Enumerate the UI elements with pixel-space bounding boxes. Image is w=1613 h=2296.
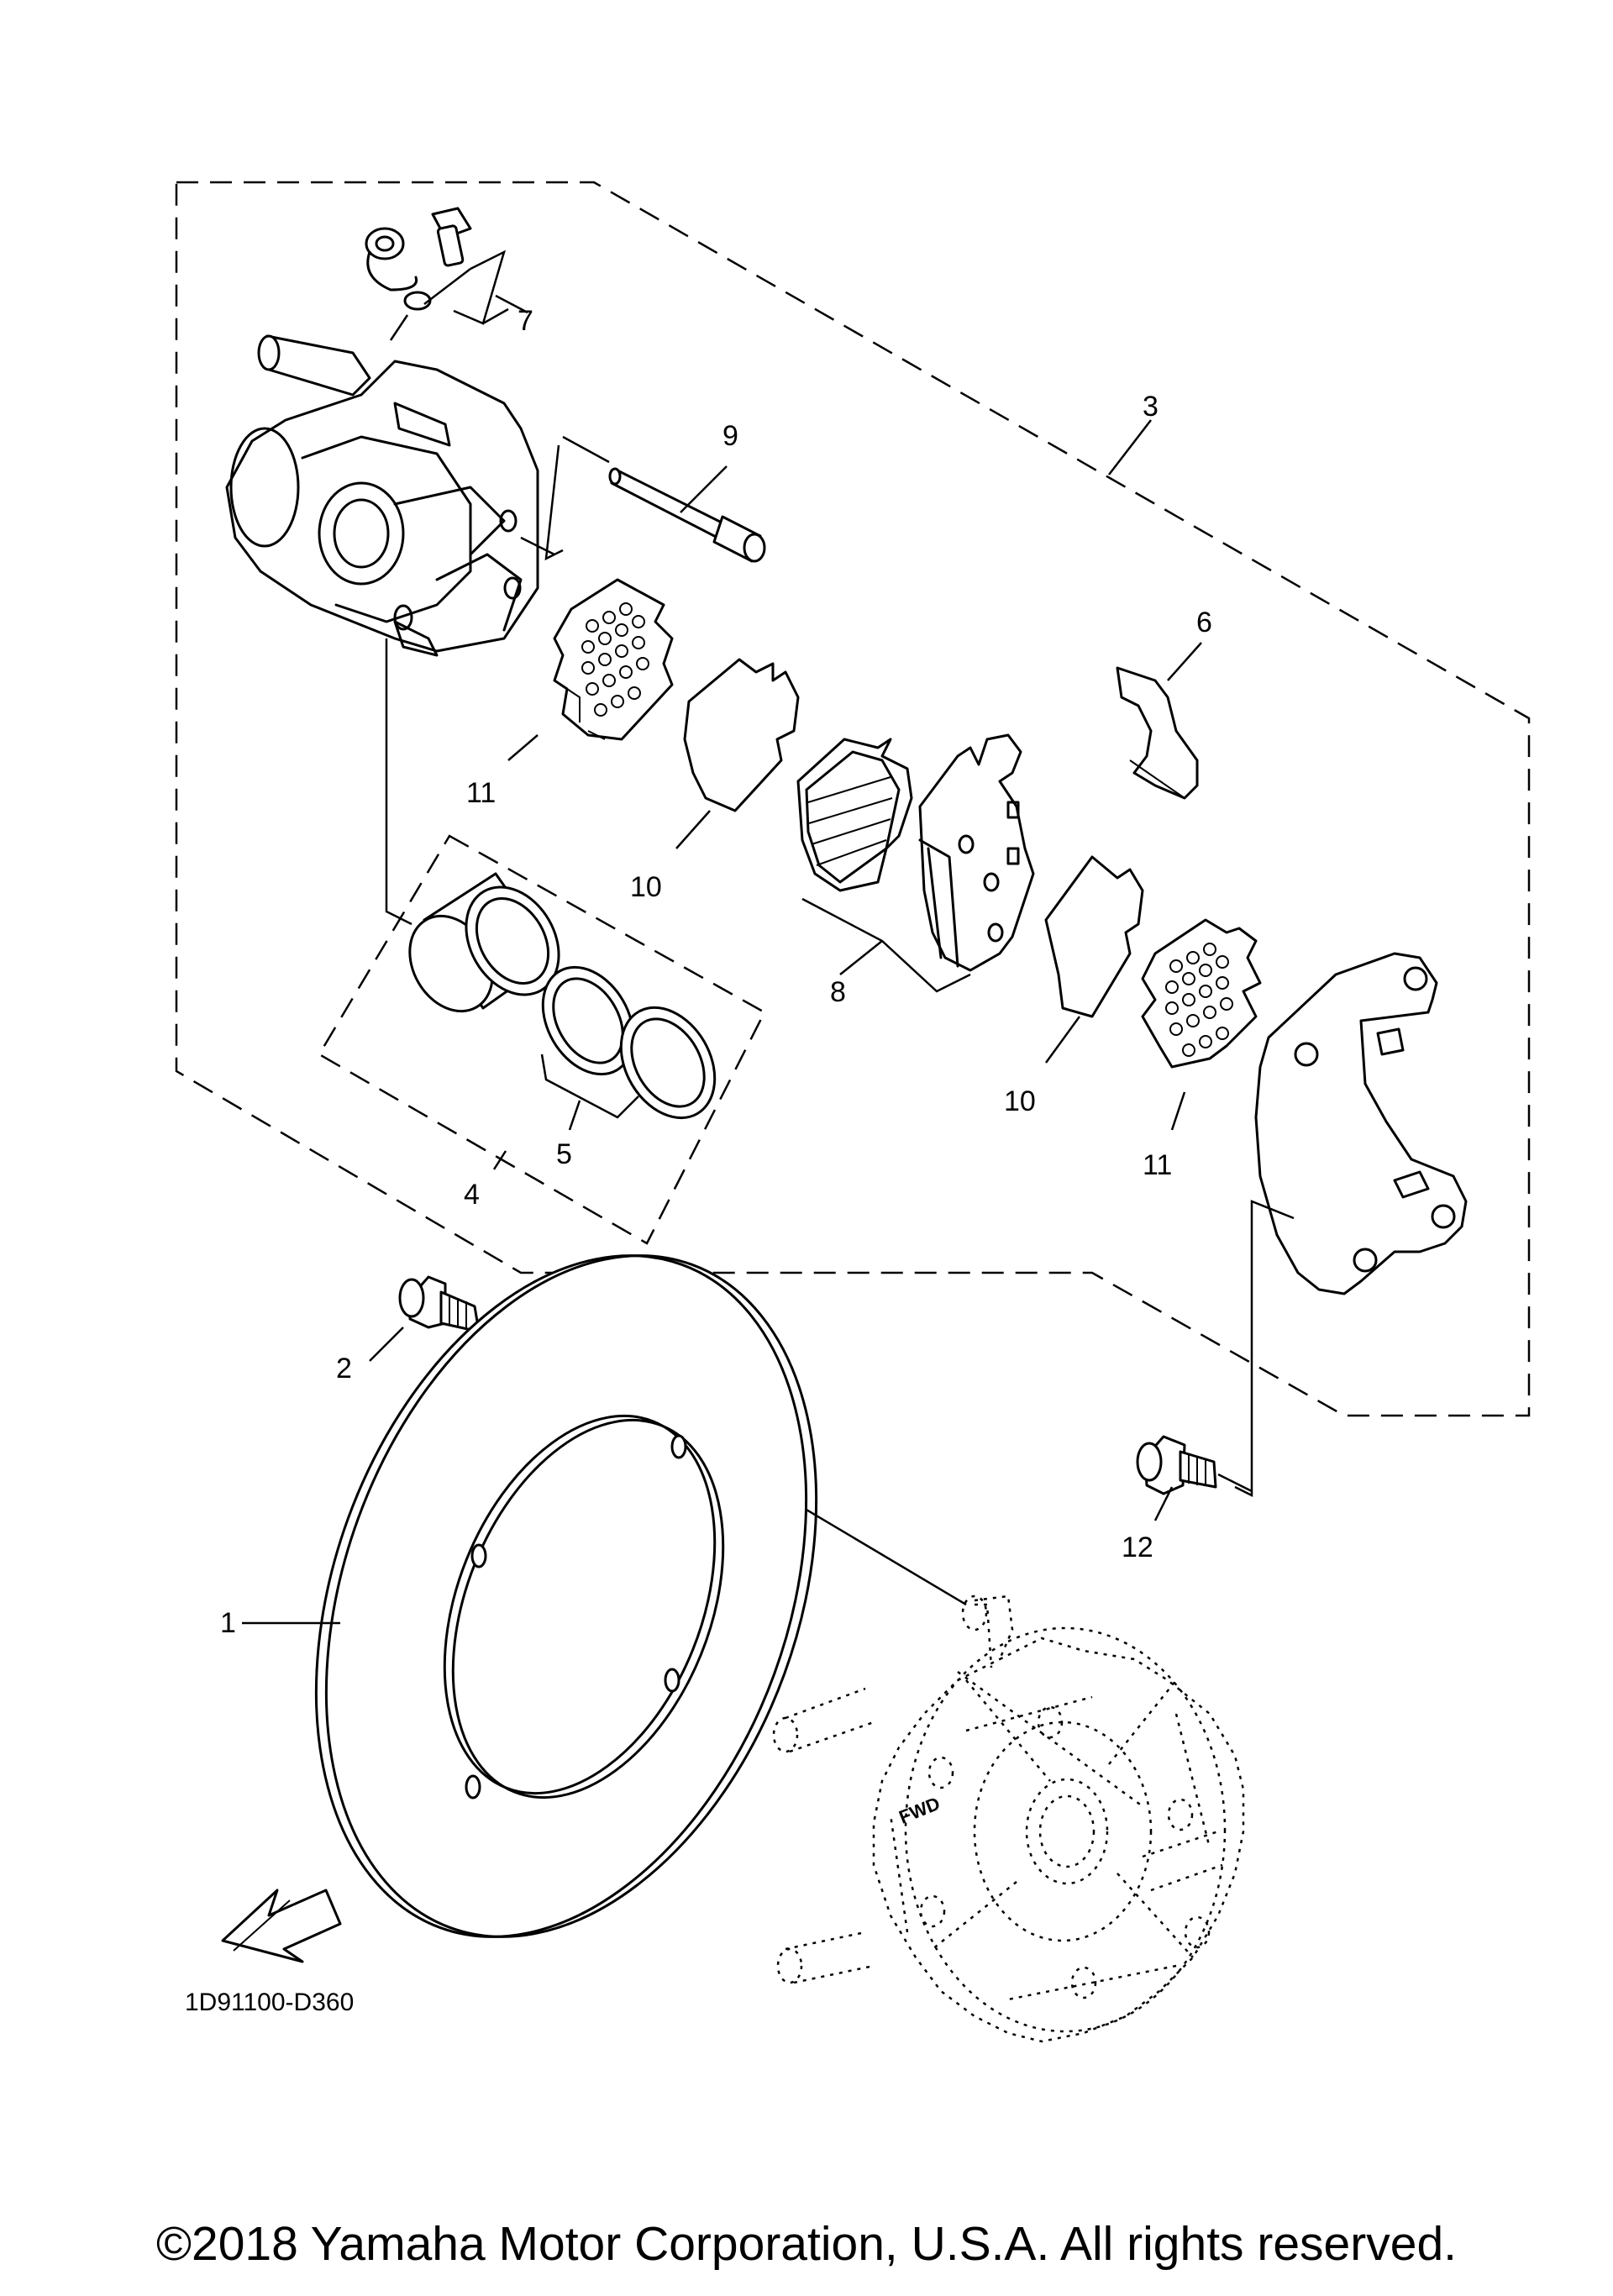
pad-pin-axis: [520, 435, 610, 561]
callout-4: 4: [464, 1179, 480, 1211]
callout-10a: 10: [630, 871, 662, 903]
caliper-assembly-outline: [175, 181, 1531, 1417]
pad-insulator-right: [1141, 918, 1262, 1069]
caliper-piston: [408, 872, 560, 1013]
brake-disc: [314, 1254, 818, 1938]
dust-seal: [619, 1006, 717, 1120]
callout-11a: 11: [466, 777, 496, 809]
pad-pin: [608, 467, 766, 563]
callout-1: 1: [220, 1607, 236, 1639]
callout-9: 9: [722, 420, 738, 452]
caliper-bracket: [1254, 952, 1468, 1295]
callout-12: 12: [1122, 1532, 1153, 1563]
callout-10b-leader: [1044, 1016, 1081, 1064]
pad-support: [1116, 666, 1199, 800]
callout-2-leader: [369, 1327, 404, 1362]
piston-axis-line: [385, 638, 412, 926]
seal-kit-bracket: [540, 1053, 639, 1131]
callout-11a-leader: [507, 734, 539, 761]
callout-5: 5: [556, 1138, 572, 1170]
callout-6-leader: [1167, 642, 1202, 681]
callout-3-leader: [1108, 419, 1152, 475]
callout-11b: 11: [1143, 1149, 1172, 1181]
pad-insulator-left: [553, 578, 674, 741]
pad-kit-bracket: [801, 897, 971, 993]
diagram-code: 1D91100-D360: [185, 1989, 354, 2016]
bleed-screw-set: [365, 207, 472, 311]
callout-12-leader: [1153, 1486, 1174, 1521]
seal-kit-outline: [318, 834, 766, 1245]
brake-pad-rear: [918, 733, 1035, 972]
brake-pad-front: [796, 738, 913, 892]
callout-10a-leader: [675, 810, 711, 849]
bleed-screw-leader: [389, 250, 509, 341]
callout-2: 2: [336, 1353, 352, 1384]
callout-8: 8: [830, 976, 846, 1008]
pad-shim-right: [1044, 855, 1144, 1018]
caliper-bracket-bolt: [1136, 1435, 1217, 1495]
disc-bolt: [398, 1275, 481, 1333]
callout-9-leader: [680, 465, 728, 513]
callout-10b: 10: [1004, 1085, 1036, 1117]
bracket-mount-axis: [1234, 1200, 1295, 1498]
piston-seal: [541, 965, 635, 1076]
wheel-hub: [872, 1603, 1245, 2043]
fwd-label: FWD: [896, 1793, 943, 1828]
callout-6: 6: [1196, 607, 1212, 638]
wheel-studs: [772, 1595, 1223, 1984]
caliper-body: [225, 334, 539, 657]
pad-shim-left: [683, 658, 800, 812]
callout-3: 3: [1143, 391, 1159, 423]
callout-11b-leader: [1170, 1091, 1186, 1131]
copyright-notice: ©2018 Yamaha Motor Corporation, U.S.A. A…: [156, 2217, 1457, 2271]
callout-7: 7: [518, 305, 533, 337]
bracket-bolt-axis: [1217, 1473, 1253, 1493]
callout-4-leader: [492, 1150, 507, 1170]
callout-7-leader: [495, 294, 528, 314]
